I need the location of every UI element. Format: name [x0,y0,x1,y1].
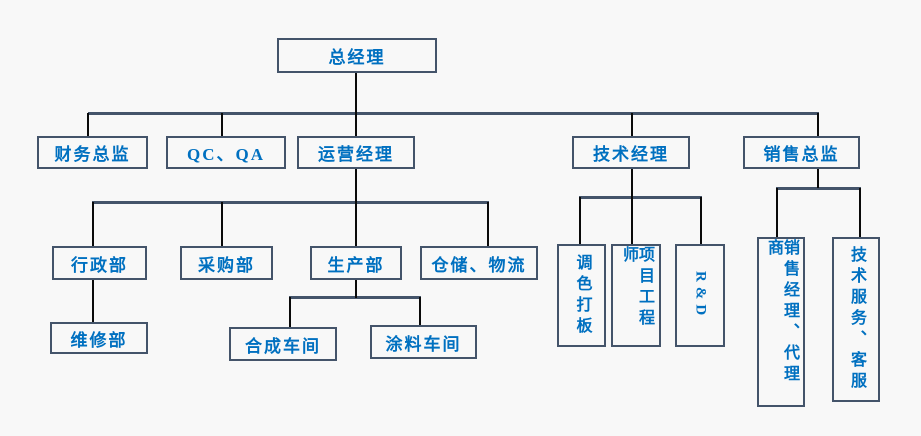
org-node-label: 运营经理 [318,145,394,164]
org-node-label: 仓储、物流 [431,255,527,275]
org-node-label: 行政部 [71,255,128,275]
connector-vline-tech-trunk [631,169,633,244]
connector-vline-to-sales [817,113,819,136]
org-node-label: R&D [692,270,709,321]
connector-vline-to-salesmanager [776,188,778,237]
org-node-general-manager: 总经理 [277,38,437,73]
connector-vline-to-admin [92,202,94,246]
org-node-sales-manager-agents: 销售经理、代理商 [757,237,805,407]
connector-hline-level2 [88,112,819,115]
connector-vline-to-techservice [859,188,861,237]
org-node-project-engineer: 项目工程师 [611,244,661,347]
org-node-label: 技术经理 [593,145,669,164]
connector-vline-to-colormatching [579,197,581,244]
org-node-warehouse-logistics: 仓储、物流 [420,246,538,280]
org-node-label: 涂料车间 [385,334,462,354]
org-node-label: 合成车间 [245,336,321,356]
connector-vline-sales-trunk [817,169,819,188]
org-node-rnd: R&D [675,244,725,347]
org-node-purchasing-dept: 采购部 [180,246,273,280]
connector-vline-production-trunk [355,280,357,298]
org-node-synthesis-workshop: 合成车间 [229,327,337,361]
org-node-maintenance-dept: 维修部 [50,322,148,354]
connector-vline-to-tech [631,113,633,136]
org-node-admin-dept: 行政部 [52,246,147,280]
org-node-coating-workshop: 涂料车间 [370,325,477,359]
connector-hline-tech-children [579,196,702,199]
connector-vline-operations-trunk [355,169,357,246]
connector-vline-to-rnd [700,197,702,244]
connector-vline-to-finance [87,113,89,136]
org-node-label: 维修部 [70,330,128,350]
org-node-color-matching: 调色打板 [557,244,606,347]
org-node-label: 销售总监 [763,145,840,164]
connector-vline-to-coating [419,297,421,325]
connector-hline-operations-children [92,201,489,204]
org-node-production-dept: 生产部 [310,246,402,280]
org-node-label: 财务总监 [54,145,131,164]
org-node-label: 销售经理、代理商 [765,239,798,386]
org-node-label: 调色打板 [573,253,591,338]
org-node-label: 采购部 [198,255,255,275]
connector-hline-sales-children [776,187,861,190]
connector-vline-to-warehouse [487,202,489,246]
org-node-finance-director: 财务总监 [37,136,148,169]
org-node-label: QC、QA [187,145,265,164]
org-node-label: 技术服务、客服 [848,246,865,393]
org-node-qc-qa: QC、QA [166,136,286,169]
org-node-tech-manager: 技术经理 [572,136,690,169]
connector-vline-to-purchasing [221,202,223,246]
connector-vline-to-synthesis [289,297,291,327]
org-node-label: 总经理 [328,48,386,67]
connector-vline-admin-maintenance [92,280,94,322]
org-node-label: 生产部 [327,255,385,275]
org-node-tech-service-support: 技术服务、客服 [832,237,880,402]
connector-vline-gm-trunk [355,72,357,136]
org-node-label: 项目工程师 [620,246,653,330]
org-node-sales-director: 销售总监 [743,136,860,169]
connector-vline-to-qcqa [221,113,223,136]
org-node-operations-manager: 运营经理 [297,136,415,169]
